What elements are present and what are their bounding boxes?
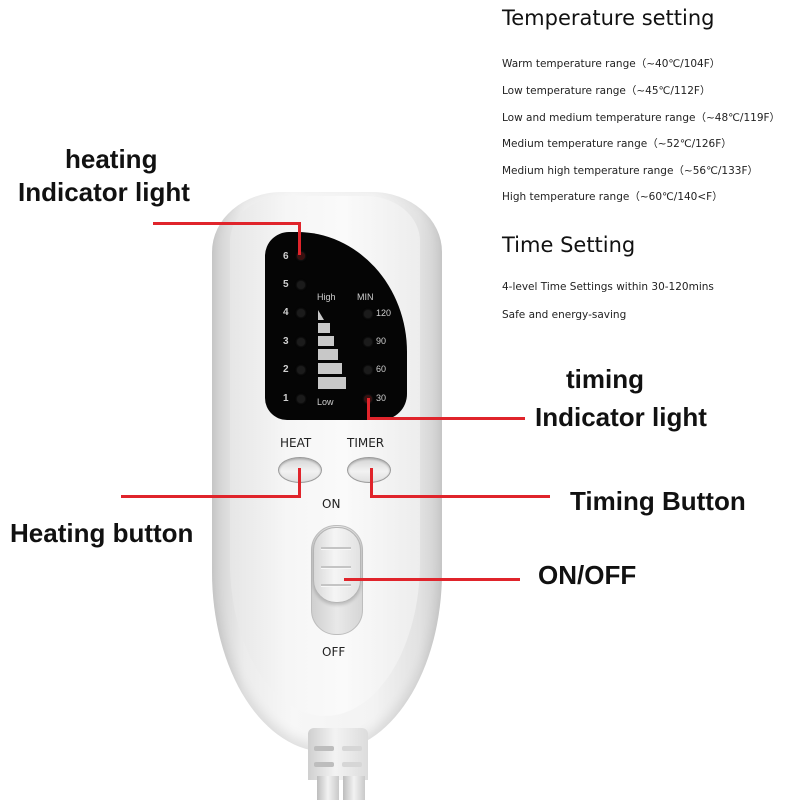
heat-indicator-led — [297, 395, 305, 403]
temp-spec-item: High temperature range（~60℃/140<F） — [502, 191, 723, 203]
strain-rib — [314, 762, 334, 767]
heat-level-number: 1 — [283, 393, 289, 404]
timer-button[interactable] — [347, 457, 391, 483]
heat-indicator-led — [297, 338, 305, 346]
off-label: OFF — [322, 645, 346, 659]
switch-grip-icon — [321, 566, 351, 569]
low-label: Low — [317, 397, 334, 407]
strain-rib — [314, 746, 334, 751]
timer-indicator-led — [364, 366, 372, 374]
time-setting-title: Time Setting — [502, 233, 636, 257]
timing-indicator-callout-line2: Indicator light — [535, 402, 707, 432]
heat-indicator-led — [297, 366, 305, 374]
heat-level-number: 4 — [283, 307, 289, 318]
heat-indicator-led — [297, 252, 305, 260]
strain-rib — [342, 746, 362, 751]
switch-grip-icon — [321, 584, 351, 587]
time-spec-item: Safe and energy-saving — [502, 309, 627, 321]
temp-spec-item: Medium high temperature range（~56℃/133F） — [502, 165, 758, 177]
heat-level-number: 2 — [283, 364, 289, 375]
timer-value: 60 — [376, 364, 387, 374]
heat-indicator-led — [297, 309, 305, 317]
high-label: High — [317, 292, 336, 302]
power-cable — [317, 776, 339, 800]
cable-strain-relief — [308, 728, 368, 780]
on-off-callout: ON/OFF — [538, 560, 637, 590]
heat-level-number: 6 — [283, 251, 289, 262]
temp-spec-item: Warm temperature range（~40℃/104F） — [502, 58, 721, 70]
timer-indicator-led — [364, 310, 372, 318]
power-switch[interactable] — [313, 527, 361, 603]
power-cable — [343, 776, 365, 800]
timer-value: 90 — [376, 336, 387, 346]
timer-value: 30 — [376, 393, 387, 403]
temp-spec-item: Medium temperature range（~52℃/126F） — [502, 138, 732, 150]
timer-button-label: TIMER — [347, 436, 385, 450]
heat-indicator-led — [297, 281, 305, 289]
timing-button-callout: Timing Button — [570, 486, 746, 516]
strain-rib — [342, 762, 362, 767]
timing-indicator-callout-line1: timing — [566, 364, 644, 394]
timer-indicator-led — [364, 338, 372, 346]
heat-level-number: 3 — [283, 336, 289, 347]
temp-spec-item: Low temperature range（~45℃/112F） — [502, 85, 711, 97]
on-label: ON — [322, 497, 341, 511]
heating-button-callout: Heating button — [10, 518, 194, 548]
heating-indicator-callout-line2: Indicator light — [18, 177, 190, 207]
temperature-setting-title: Temperature setting — [502, 6, 715, 30]
time-spec-item: 4-level Time Settings within 30-120mins — [502, 281, 714, 293]
heating-indicator-callout-line1: heating — [65, 144, 158, 174]
temp-spec-item: Low and medium temperature range（~48℃/11… — [502, 112, 781, 124]
heat-level-number: 5 — [283, 279, 289, 290]
min-label: MIN — [357, 292, 374, 302]
switch-grip-icon — [321, 547, 351, 550]
heat-button-label: HEAT — [280, 436, 312, 450]
timer-value: 120 — [376, 308, 392, 318]
